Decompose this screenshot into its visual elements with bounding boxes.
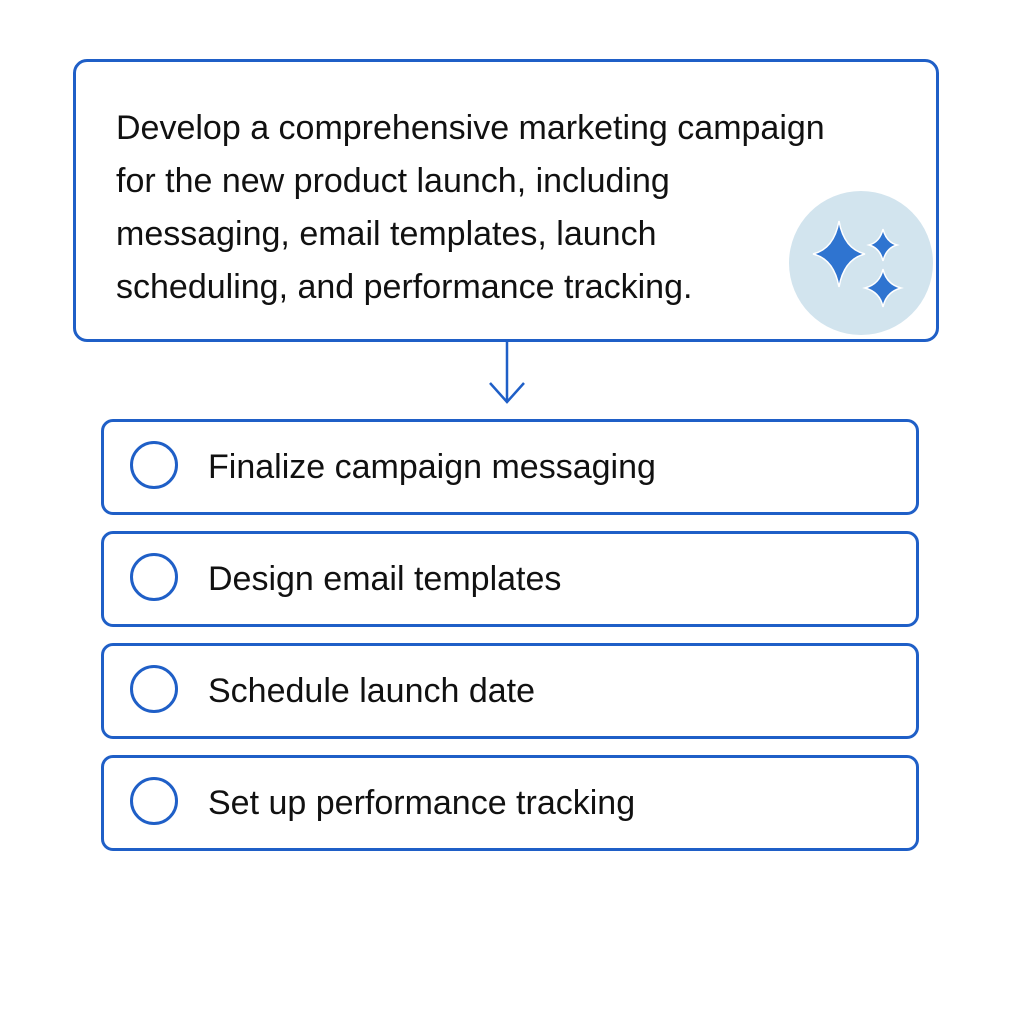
prompt-line: messaging, email templates, launch bbox=[116, 215, 657, 253]
task-item[interactable]: Set up performance tracking bbox=[101, 755, 919, 851]
prompt-card: Develop a comprehensive marketing campai… bbox=[73, 59, 939, 342]
task-item[interactable]: Schedule launch date bbox=[101, 643, 919, 739]
prompt-line: Develop a comprehensive marketing campai… bbox=[116, 109, 825, 147]
task-label: Design email templates bbox=[208, 560, 562, 598]
task-item[interactable]: Design email templates bbox=[101, 531, 919, 627]
prompt-line: scheduling, and performance tracking. bbox=[116, 268, 693, 306]
task-checkbox[interactable] bbox=[130, 777, 178, 825]
task-checkbox[interactable] bbox=[130, 441, 178, 489]
task-checkbox[interactable] bbox=[130, 553, 178, 601]
task-label: Set up performance tracking bbox=[208, 784, 636, 822]
sparkles-icon bbox=[789, 191, 933, 335]
task-label: Finalize campaign messaging bbox=[208, 448, 656, 486]
prompt-line: for the new product launch, including bbox=[116, 162, 670, 200]
arrow-down-icon bbox=[489, 339, 525, 404]
task-item[interactable]: Finalize campaign messaging bbox=[101, 419, 919, 515]
prompt-text: Develop a comprehensive marketing campai… bbox=[116, 102, 936, 314]
task-checkbox[interactable] bbox=[130, 665, 178, 713]
task-label: Schedule launch date bbox=[208, 672, 536, 710]
